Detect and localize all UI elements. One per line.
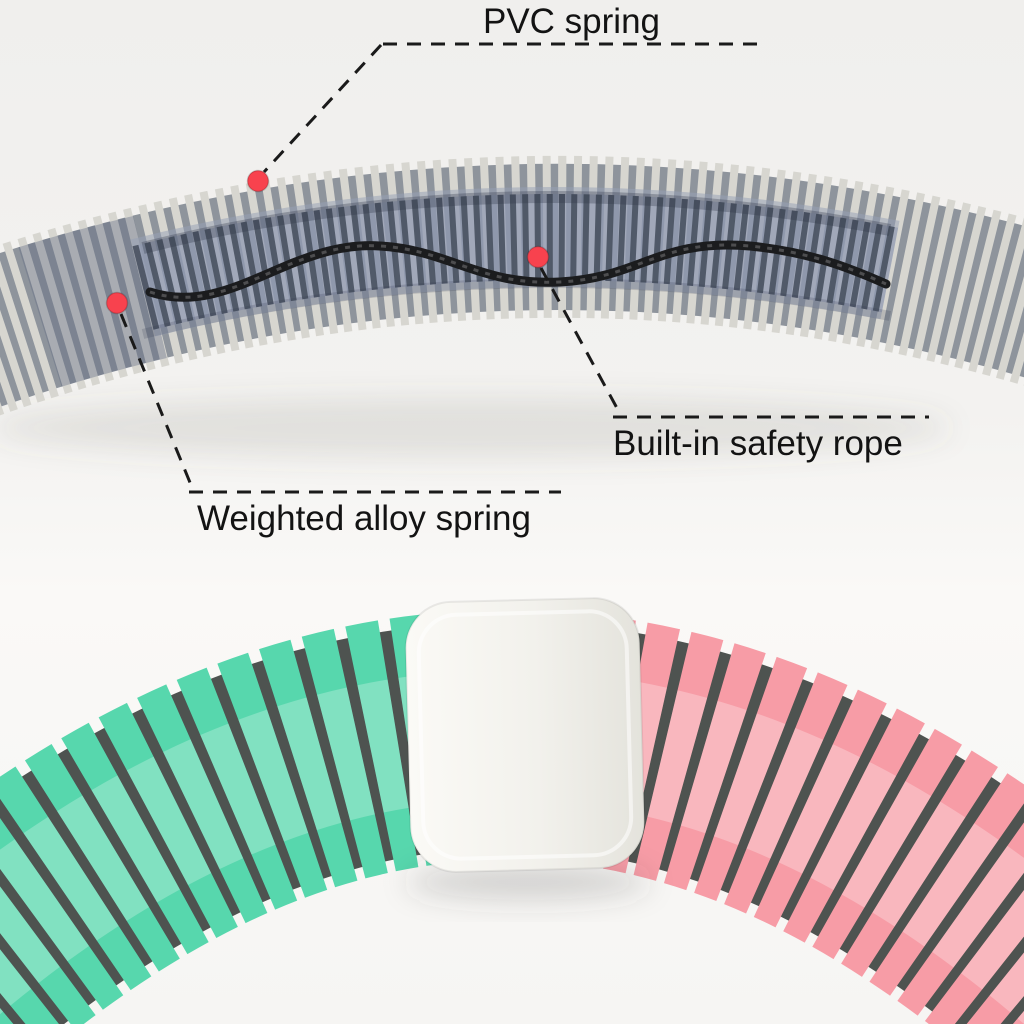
pvc-spring-label: PVC spring <box>482 2 661 41</box>
callout-markers <box>105 169 550 315</box>
alloy-marker-dot <box>105 291 129 315</box>
alloy-spring-coils <box>132 194 899 330</box>
pvc-marker-dot <box>246 169 270 193</box>
callouts <box>119 42 929 494</box>
hoop-connector <box>404 597 646 873</box>
connector-shadow <box>406 864 650 900</box>
cutaway-top-shade <box>141 191 892 254</box>
rope-marker-dot <box>526 245 550 269</box>
alloy-spring-left-end <box>18 215 167 387</box>
weighted-alloy-spring-label: Weighted alloy spring <box>197 499 531 538</box>
safety-rope <box>145 240 891 302</box>
tube-shadow <box>0 398 950 458</box>
connector-inner-highlight <box>416 609 634 861</box>
rope-callout-leader <box>539 267 620 411</box>
connector-body <box>404 597 646 873</box>
alloy-callout-leader <box>119 313 193 486</box>
pvc-callout-leader <box>262 43 383 174</box>
built-in-safety-rope-label: Built-in safety rope <box>613 424 903 463</box>
bottom-hoop <box>0 597 1024 1024</box>
top-tube-cutaway <box>0 155 1024 458</box>
tube-ribs <box>0 155 1024 416</box>
